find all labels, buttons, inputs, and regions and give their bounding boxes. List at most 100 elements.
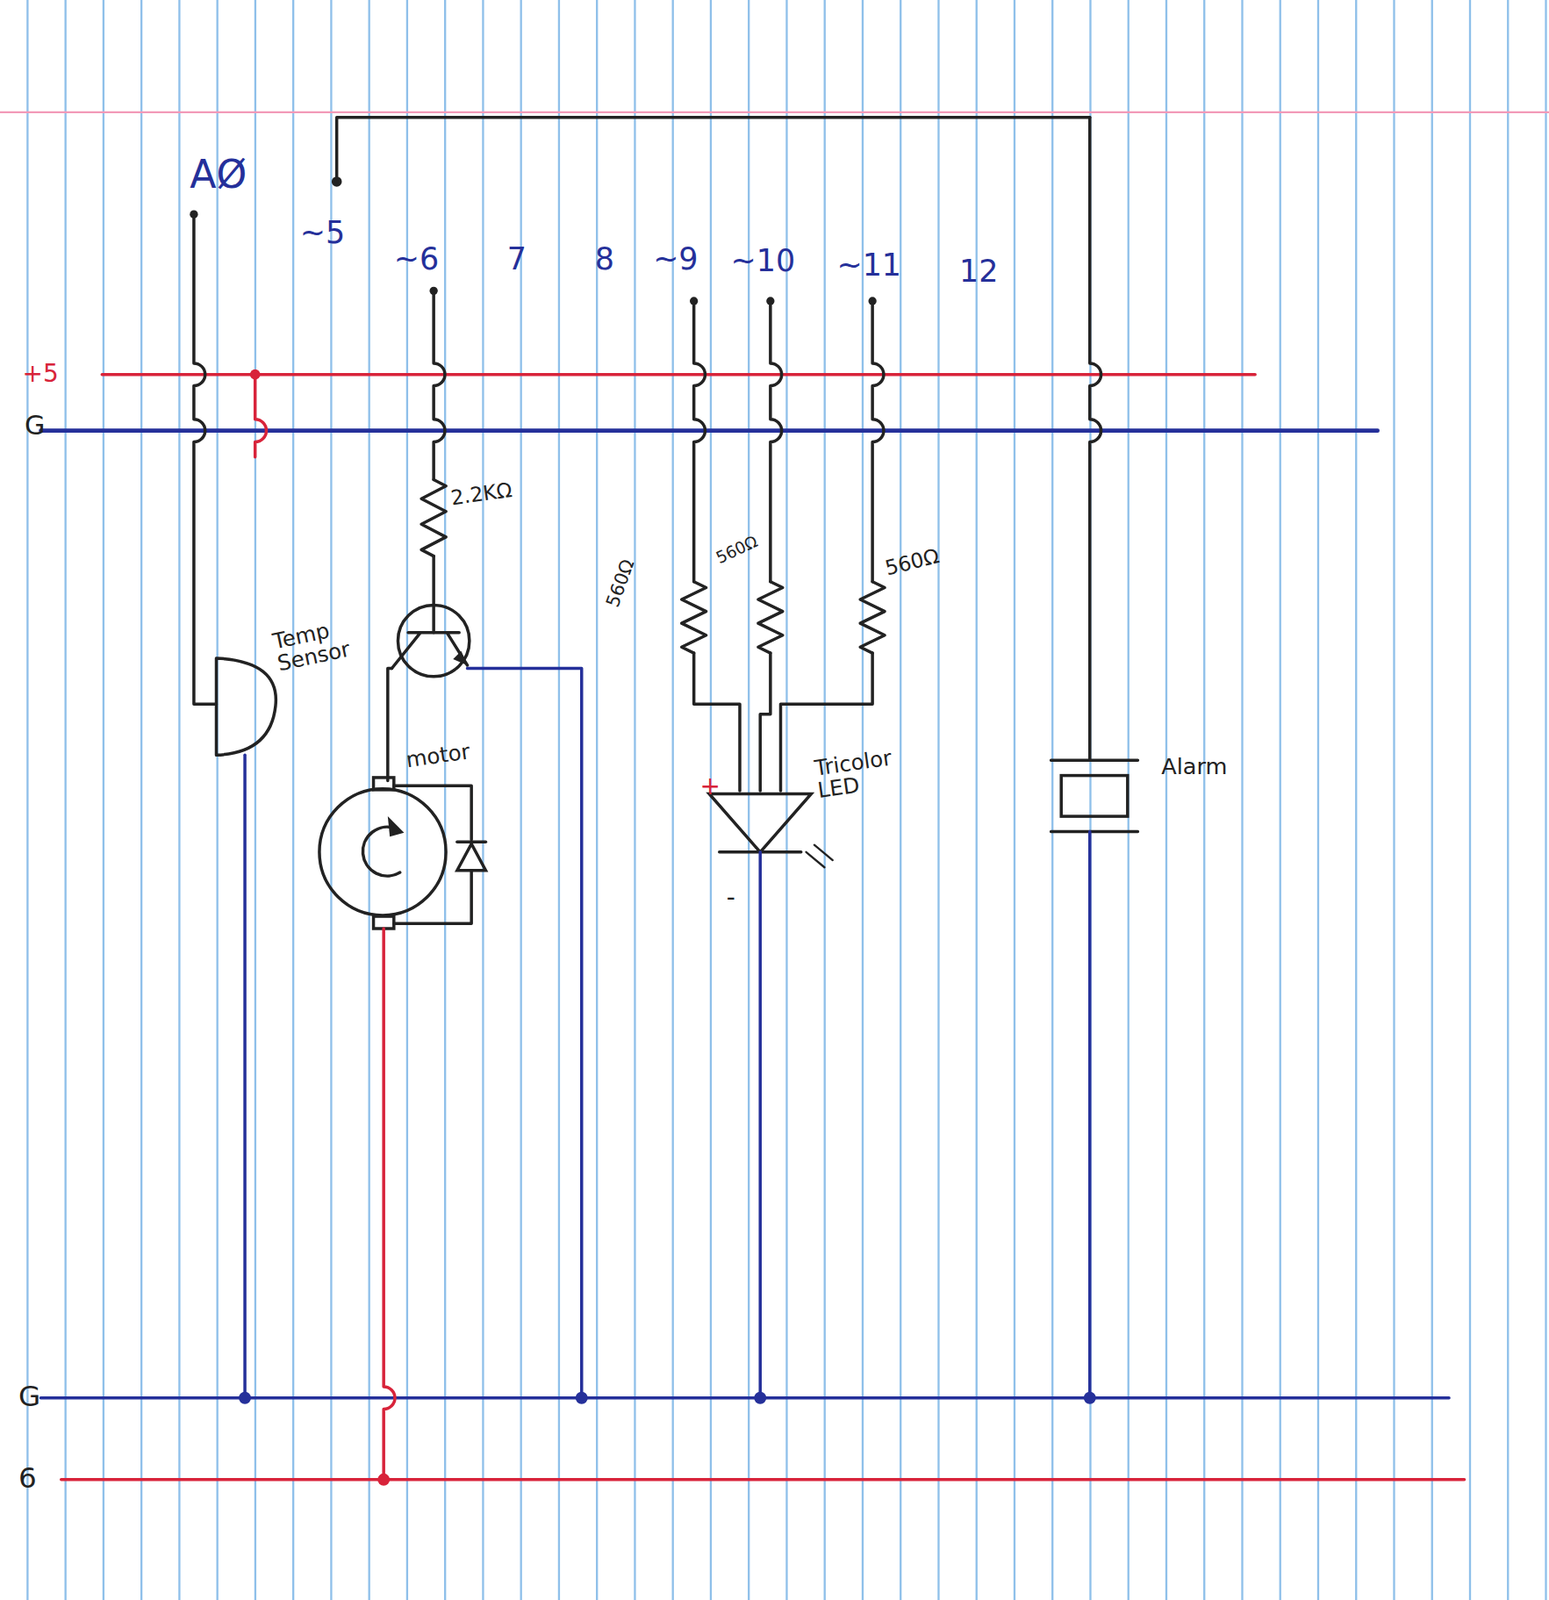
junction-dot [238,1391,251,1405]
paper-rule [254,0,257,1600]
paper-rule [861,0,864,1600]
paper-margin [0,111,1549,114]
paper-rule [558,0,560,1600]
paper-rule [26,0,29,1600]
circuit-label: 2.2KΩ [449,479,514,510]
motor-terminal [373,916,395,929]
led-light-arrows [806,845,833,868]
junction-dot [250,369,261,381]
paper-rule [140,0,143,1600]
wire [872,301,884,582]
ground-wire [243,754,246,1398]
led-symbol [709,794,811,853]
ground-wire [758,852,761,1399]
paper-rule [1240,0,1243,1600]
ground-wire [1088,831,1091,1399]
paper-rule [975,0,978,1600]
junction-dot [575,1391,589,1405]
circuit-label: 560Ω [713,533,761,568]
transistor-symbol [391,632,467,669]
ground-rail [41,428,1378,433]
circuit-label: Temp Sensor [271,614,361,675]
paper-rule [215,0,218,1600]
wire [760,652,771,791]
circuit-label: ~10 [731,244,797,278]
circuit-label: 12 [959,255,998,288]
circuit-label: G [24,412,45,441]
paper-rule [1506,0,1509,1600]
circuit-label: motor [404,739,472,772]
wire [1090,117,1102,761]
wire [387,668,393,782]
wire [337,117,1091,182]
circuit-label: Tricolor LED [813,743,921,803]
circuit-label: +5 [22,361,59,388]
circuit-label: ~5 [300,215,345,249]
wire [694,301,706,582]
paper-rule [1051,0,1054,1600]
circuit-label: 560Ω [882,545,941,580]
paper-rule [520,0,523,1600]
paper-rule [1431,0,1434,1600]
paper-rule [1279,0,1282,1600]
paper-rule [444,0,446,1600]
paper-rule [178,0,180,1600]
transistor-symbol [397,604,469,676]
paper-rule [1203,0,1205,1600]
paper-rule [709,0,712,1600]
wire [694,652,740,791]
paper-rule [102,0,105,1600]
paper-rule [1013,0,1016,1600]
ground-wire [467,668,582,1399]
temp-sensor-symbol [215,658,276,755]
paper-rule [292,0,295,1600]
paper-rule [481,0,484,1600]
paper-rule [595,0,598,1600]
circuit-label: Alarm [1161,754,1227,779]
diode-symbol [457,843,487,870]
paper-rule [1165,0,1168,1600]
paper-rule [64,0,66,1600]
junction-dot [1083,1391,1097,1405]
junction-dot [377,1473,390,1486]
power-rail [101,372,1255,376]
transistor-arrow [452,651,467,666]
paper-rule [406,0,409,1600]
junction-dot [753,1391,767,1405]
paper-rule [672,0,675,1600]
wire [193,214,217,704]
paper-rule [785,0,788,1600]
power-rail [61,1477,1465,1481]
paper-rule [368,0,371,1600]
paper-rule [747,0,750,1600]
power-wire [383,928,395,1480]
circuit-label: 7 [507,243,527,276]
circuit-label: ~9 [652,243,698,276]
circuit-label: G [18,1381,41,1412]
resistor-symbol [681,581,707,653]
diode-symbol [457,839,487,843]
circuit-label: 560Ω [602,557,639,610]
alarm-symbol [1051,760,1139,832]
resistor-symbol [421,479,446,556]
circuit-label: - [726,885,736,911]
circuit-label: ~6 [394,243,439,276]
circuit-label: ~11 [836,249,902,282]
ground-rail [41,1396,1450,1399]
paper-rule [1392,0,1395,1600]
resistor-symbol [860,581,885,653]
paper-rule [1544,0,1547,1600]
paper-rule [633,0,636,1600]
paper-rule [1317,0,1320,1600]
paper-rule [937,0,940,1600]
paper-rule [1469,0,1471,1600]
circuit-label: AØ [189,155,247,196]
wire [770,301,782,582]
alarm-symbol [1061,775,1128,818]
motor-symbol [319,788,446,916]
power-wire [255,374,267,458]
motor-terminal [373,777,395,790]
wire [433,290,445,480]
